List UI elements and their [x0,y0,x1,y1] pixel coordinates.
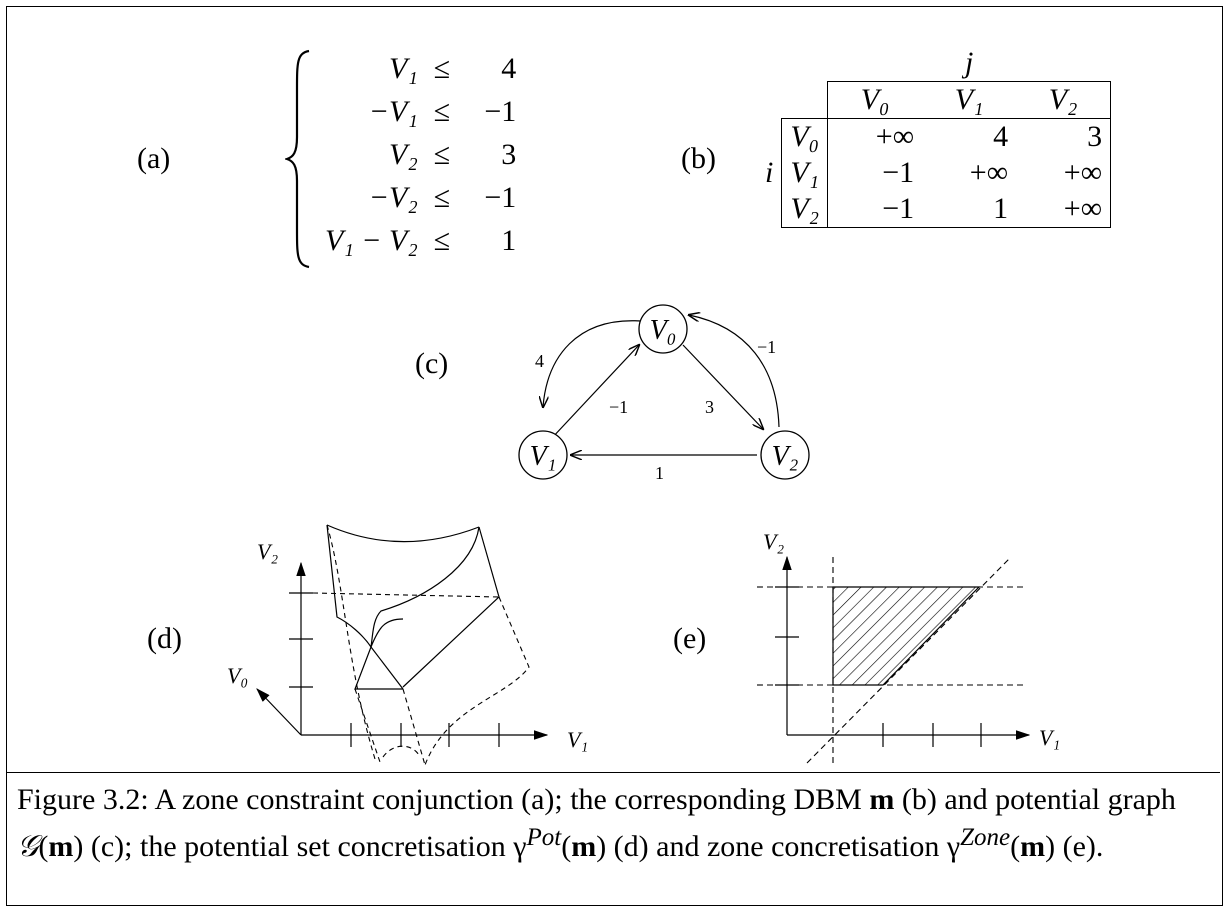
constraint-row: −V₂≤−1 [368,181,517,214]
row-header: V₂ [781,191,829,228]
axis-v2-label: V₂ [257,539,278,564]
matrix-cell: +∞ [1016,155,1112,191]
edge-label: 1 [655,463,664,483]
constraint-row: V₁≤4 [389,52,517,85]
matrix-cell: 3 [1016,118,1112,155]
edge-v0-v1 [543,320,642,407]
constraint-row: −V₁≤−1 [368,95,517,128]
axis-v0 [256,688,302,736]
col-var-label: j [964,46,974,79]
constraint-row: V₂≤3 [389,138,517,171]
edge-label: 3 [705,397,714,417]
matrix-cell: −1 [882,156,915,189]
svg-text:V₁: V₁ [530,441,557,472]
col-header: V₀ [827,81,923,119]
node-v2: V₂ [760,430,810,480]
col-header: V₁ [922,81,1017,119]
surface-solid [326,524,500,690]
potential-graph: V₀ V₁ V₂ 4 −1 3 −1 1 [518,304,810,483]
axis-v1-label: V₁ [567,727,587,752]
panel-b-label: (b) [681,142,716,175]
row-var-label: i [765,156,774,189]
node-v1: V₁ [518,430,568,480]
panel-c-label: (c) [415,347,449,380]
matrix-cell: +∞ [1016,191,1112,228]
edge-label: −1 [609,397,628,417]
tick-marks [289,592,500,747]
constraint-system: V₁≤4 −V₁≤−1 V₂≤3 −V₂≤−1 V₁ − V₂≤1 [317,47,524,262]
svg-text:V₂: V₂ [772,441,799,472]
edge-v0-v2 [682,344,763,429]
panel-e-label: (e) [673,622,707,655]
row-header: V₁ [781,155,829,191]
edge-label: 4 [535,351,544,371]
svg-text:V₀: V₀ [650,315,677,346]
matrix-cell: +∞ [969,156,1009,189]
potential-set-plot: V₀ V₁ V₂ [227,524,587,766]
panel-d-label: (d) [147,622,182,655]
row-header: V₀ [781,118,829,155]
axis-v0-label: V₀ [227,663,248,688]
zone-plot: V₁ V₂ [757,529,1060,765]
matrix-cell: 1 [922,191,1017,228]
left-brace [285,49,310,269]
edge-v1-v0 [550,345,639,440]
matrix-cell: +∞ [827,118,923,155]
axis-v2-label: V₂ [763,529,784,554]
dbm-matrix: j V₀ V₁ V₂ V₀ +∞ 4 3 i V₁ −1 +∞ +∞ [757,45,1112,228]
axis-v1-label: V₁ [1039,725,1060,750]
edge-label: −1 [757,337,776,357]
panel-a-label: (a) [137,142,171,175]
constraint-row: V₁ − V₂≤1 [325,224,517,257]
matrix-cell: −1 [827,191,923,228]
constraint-lines [757,557,1027,765]
figure-caption: Figure 3.2: A zone constraint conjunctio… [7,772,1220,866]
zone-region [832,586,981,686]
edge-v2-v0 [689,315,780,428]
tick-marks [775,586,982,747]
matrix-cell: 4 [922,118,1017,155]
figure-frame: (a) V₁≤4 −V₁≤−1 V₂≤3 −V₂≤−1 V₁ − V₂≤1 (b… [6,6,1223,906]
node-v0: V₀ [638,304,688,354]
surface-dashed [312,524,530,766]
col-header: V₂ [1016,81,1112,119]
